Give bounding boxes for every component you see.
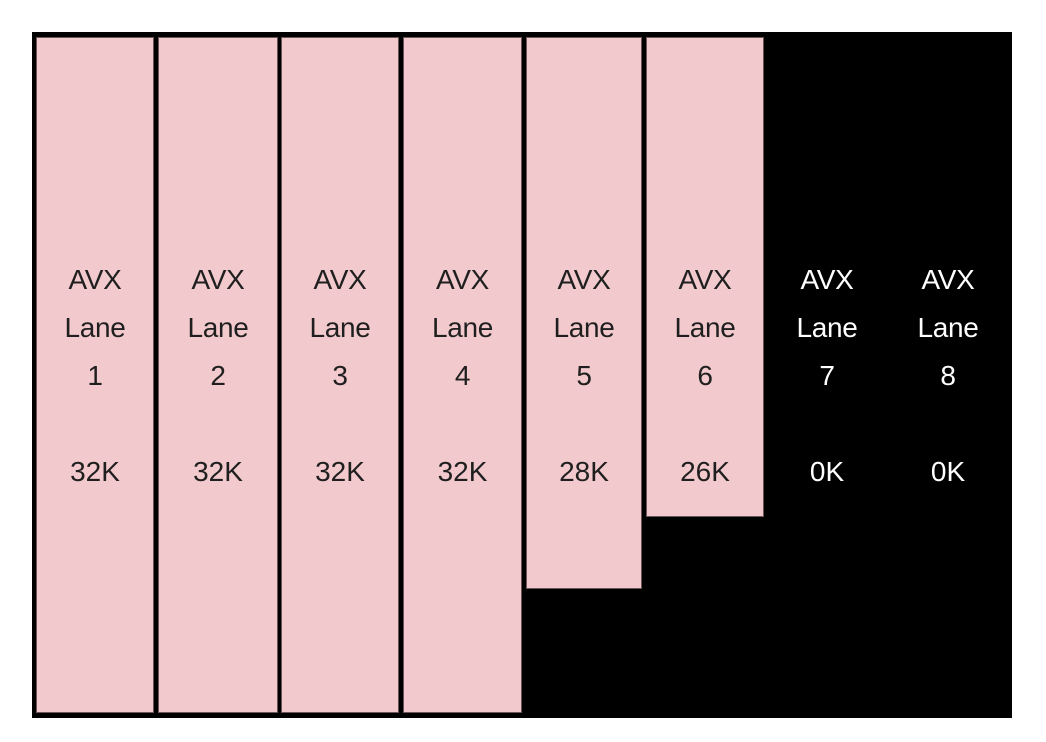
lane-label-line1: AVX — [921, 264, 975, 295]
lane-capacity-value: 28K — [559, 456, 609, 487]
lane-8: AVX Lane 8 0K — [890, 38, 1006, 712]
lane-label-line2: Lane — [64, 312, 126, 343]
lane-5: AVX Lane 5 28K — [527, 38, 641, 588]
lane-3: AVX Lane 3 32K — [282, 38, 398, 712]
lane-number: 4 — [454, 360, 471, 391]
lane-label: AVX Lane 3 — [282, 256, 398, 400]
lane-1: AVX Lane 1 32K — [37, 38, 153, 712]
lane-2: AVX Lane 2 32K — [159, 38, 277, 712]
lane-capacity-value: 32K — [437, 456, 488, 487]
lane-label-line1: AVX — [313, 264, 367, 295]
lane-capacity-value: 32K — [315, 456, 365, 487]
lane-number: 3 — [332, 360, 348, 391]
lane-number: 6 — [697, 360, 713, 391]
lane-label-line2: Lane — [187, 312, 249, 343]
lane-label-line1: AVX — [68, 264, 122, 295]
lane-label-line2: Lane — [431, 312, 494, 343]
lane-number: 1 — [87, 360, 103, 391]
lane-label: AVX Lane 4 — [404, 256, 521, 400]
lane-label: AVX Lane 7 — [769, 256, 885, 400]
lane-label-line2: Lane — [917, 312, 979, 343]
lane-6: AVX Lane 6 26K — [647, 38, 763, 516]
lane-label: AVX Lane 6 — [647, 256, 763, 400]
lane-7: AVX Lane 7 0K — [769, 38, 885, 712]
lane-label-line1: AVX — [191, 264, 245, 295]
lane-label: AVX Lane 1 — [37, 256, 153, 400]
lane-capacity-value: 32K — [193, 456, 243, 487]
lane-capacity-value: 0K — [930, 456, 966, 487]
lane-label: AVX Lane 5 — [527, 256, 641, 400]
lane-4: AVX Lane 4 32K — [404, 38, 521, 712]
lane-label: AVX Lane 2 — [159, 256, 277, 400]
lane-diagram-frame: AVX Lane 1 32K AVX Lane 2 32K AVX Lane 3… — [32, 32, 1012, 718]
lane-label: AVX Lane 8 — [890, 256, 1006, 400]
lane-label-line1: AVX — [678, 264, 732, 295]
lane-number: 8 — [940, 360, 956, 391]
lane-label-line2: Lane — [674, 312, 736, 343]
lane-label-line2: Lane — [309, 312, 371, 343]
lane-label-line2: Lane — [553, 312, 615, 343]
lane-label-line1: AVX — [800, 264, 854, 295]
lane-label-line2: Lane — [796, 312, 858, 343]
lane-number: 7 — [819, 360, 835, 391]
lane-capacity-value: 32K — [70, 456, 120, 487]
lane-capacity-value: 26K — [680, 456, 730, 487]
lane-number: 2 — [210, 360, 226, 391]
lane-number: 5 — [576, 360, 592, 391]
lane-label-line1: AVX — [435, 264, 490, 295]
lane-label-line1: AVX — [557, 264, 611, 295]
lane-capacity-value: 0K — [809, 456, 845, 487]
